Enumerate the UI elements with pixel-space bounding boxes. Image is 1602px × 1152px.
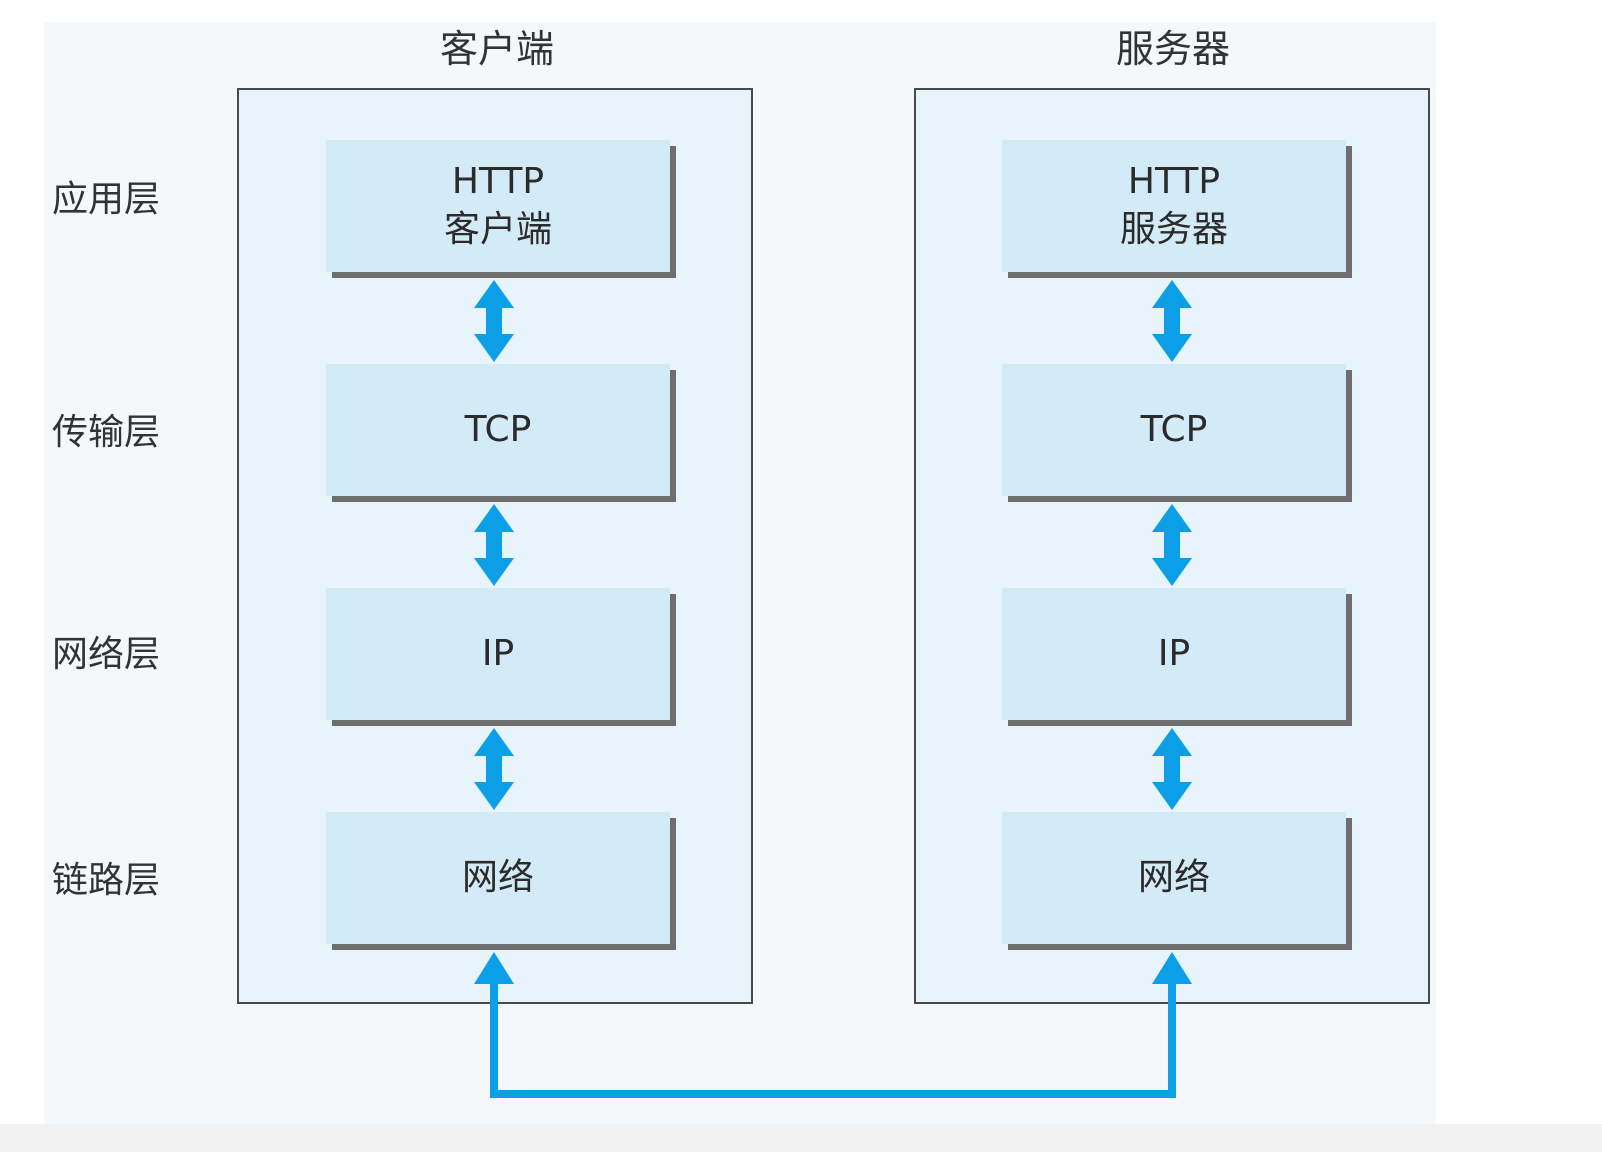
- client-http-label: HTTP: [451, 161, 545, 202]
- server-ip-label: IP: [1157, 633, 1191, 674]
- server-title: 服务器: [1115, 27, 1230, 71]
- server-tcp-label: TCP: [1140, 409, 1208, 450]
- layer-label-link: 链路层: [52, 860, 161, 901]
- server-network-box: 网络: [1002, 812, 1346, 944]
- client-network-label: 网络: [461, 857, 534, 898]
- server-arrow-ip-network: [1152, 728, 1192, 810]
- client-tcp-label: TCP: [464, 409, 532, 450]
- client-ip-label: IP: [481, 633, 515, 674]
- server-http-sublabel: 服务器: [1119, 209, 1228, 250]
- layer-label-network: 网络层: [52, 634, 161, 675]
- server-network-label: 网络: [1137, 857, 1210, 898]
- client-arrow-ip-network: [474, 728, 514, 810]
- network-link-arrowhead-client: [474, 952, 514, 984]
- server-http-label: HTTP: [1127, 161, 1221, 202]
- network-link-arrowhead-server: [1152, 952, 1192, 984]
- client-http-sublabel: 客户端: [443, 209, 552, 250]
- client-http-box: HTTP 客户端: [326, 140, 670, 272]
- layer-label-application: 应用层: [52, 179, 161, 220]
- server-tcp-box: TCP: [1002, 364, 1346, 496]
- client-ip-box: IP: [326, 588, 670, 720]
- client-arrow-tcp-ip: [474, 504, 514, 586]
- bottom-strip: [0, 1124, 1602, 1152]
- server-ip-box: IP: [1002, 588, 1346, 720]
- network-link-line: [490, 982, 1176, 1098]
- layer-label-transport: 传输层: [52, 412, 161, 453]
- server-http-box: HTTP 服务器: [1002, 140, 1346, 272]
- server-arrow-http-tcp: [1152, 280, 1192, 362]
- server-arrow-tcp-ip: [1152, 504, 1192, 586]
- client-network-box: 网络: [326, 812, 670, 944]
- client-tcp-box: TCP: [326, 364, 670, 496]
- client-title: 客户端: [439, 27, 554, 71]
- client-arrow-http-tcp: [474, 280, 514, 362]
